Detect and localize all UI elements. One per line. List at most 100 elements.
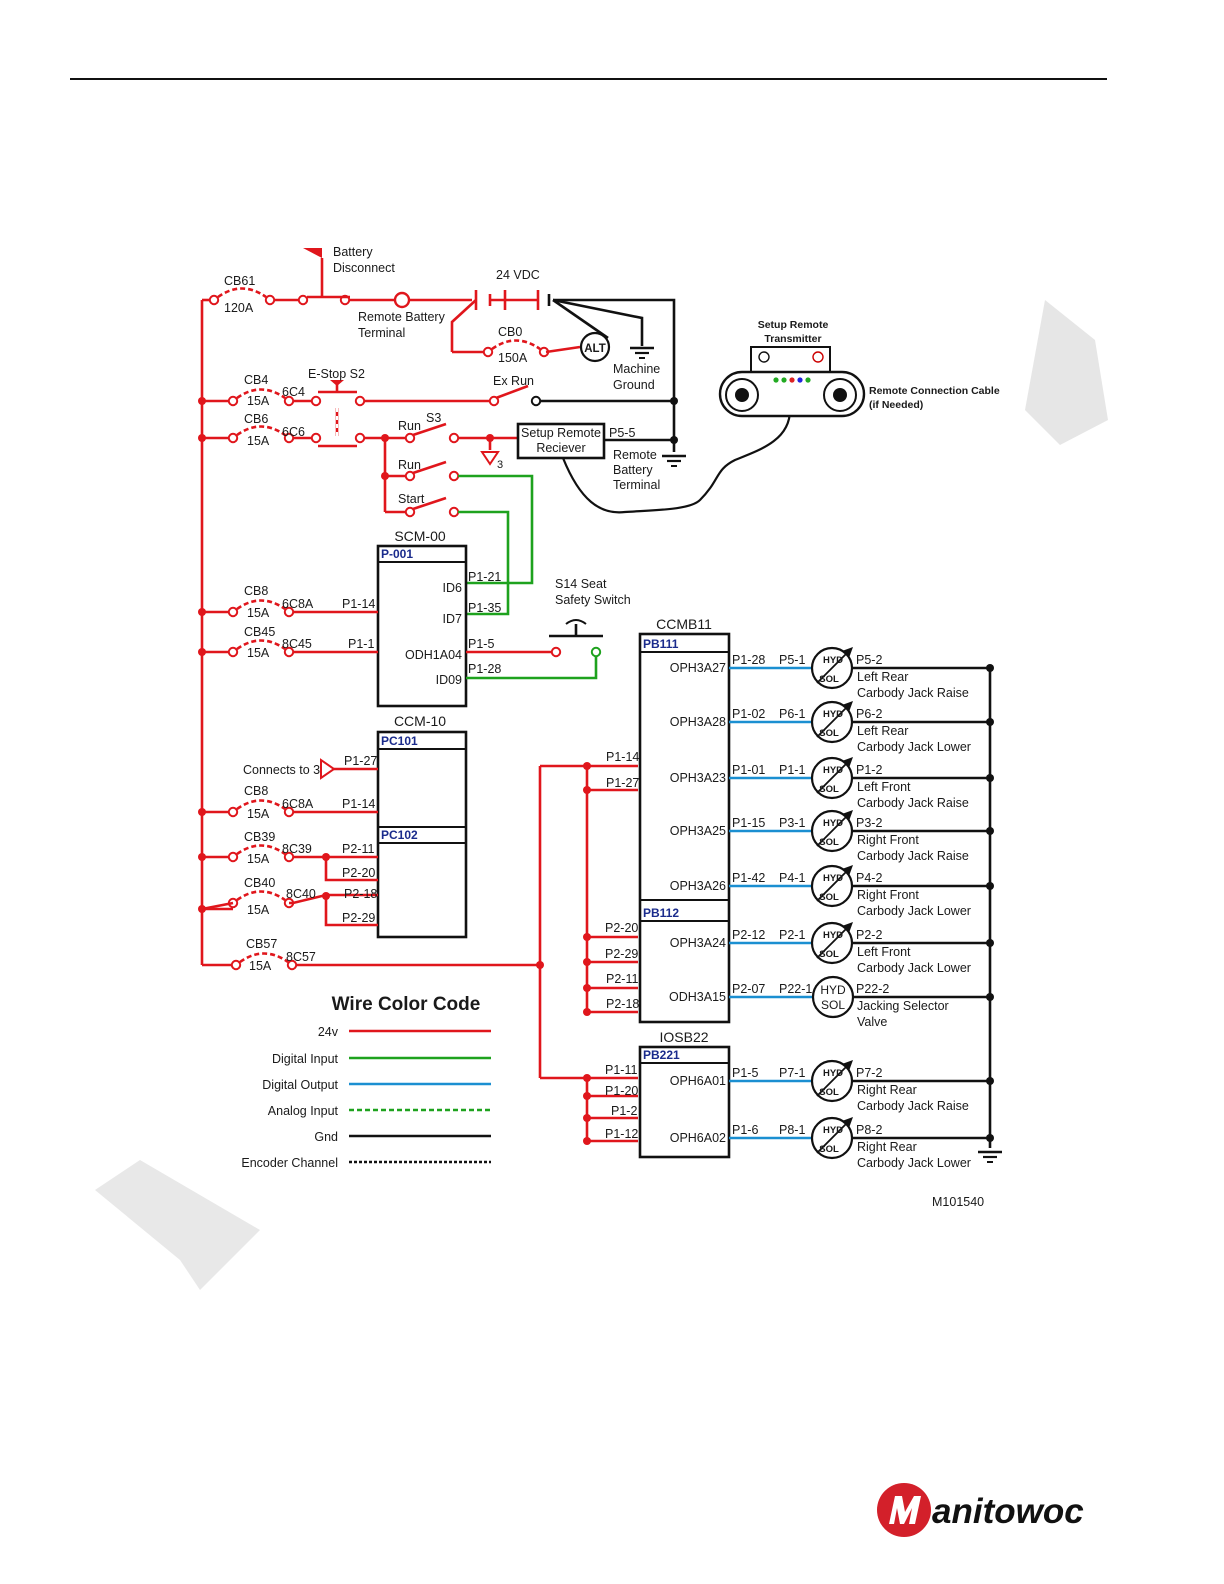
scm-port-id09: ID09 — [436, 673, 462, 687]
output-oph3a23-hyd-label: HYD — [823, 765, 843, 776]
iosb-header: PB221 — [643, 1048, 680, 1062]
cb45-label: CB45 — [244, 625, 275, 639]
transmitter-led — [805, 377, 811, 383]
scm-cb8-terminal-a — [227, 606, 239, 618]
ccm-title: CCM-10 — [394, 713, 446, 729]
estop-button-icon — [330, 380, 344, 386]
watermark-shape — [1025, 300, 1108, 445]
seat-switch-icon — [565, 619, 587, 625]
ccm-header1: PC101 — [381, 734, 418, 748]
output-oph3a25-arrow-head — [842, 810, 853, 821]
output-pin-label: P1-5 — [732, 1066, 758, 1080]
scm-cb8-pin-label: P1-14 — [342, 597, 375, 611]
output-oph3a27-hyd-label: HYD — [823, 655, 843, 666]
ccm-module-box — [376, 730, 468, 939]
ccm-cb8-terminal-a — [227, 806, 239, 818]
legend-label-gnd: Gnd — [314, 1130, 338, 1144]
ccmb-module-box — [638, 632, 731, 1024]
terminal — [404, 506, 416, 518]
ground-wire — [552, 298, 644, 346]
terminal — [404, 432, 416, 444]
cb4-label: CB4 — [244, 373, 268, 387]
output-oph6a02-arrow-head — [842, 1117, 853, 1128]
output-oph3a24-arrow — [816, 925, 850, 959]
cb61-label: CB61 — [224, 274, 255, 288]
output-plug2-label: P1-2 — [856, 763, 882, 777]
output-plug-label: P22-1 — [779, 982, 812, 996]
legend-label-encoder-channel: Encoder Channel — [241, 1156, 338, 1170]
output-pin-label: P1-28 — [732, 653, 765, 667]
terminal — [310, 432, 322, 444]
cb45-pin-label: P1-1 — [348, 637, 374, 651]
scm-header: P-001 — [381, 547, 413, 561]
iosb-pin-label: P1-11 — [605, 1063, 637, 1077]
cb45-wire-label: 8C45 — [282, 637, 312, 651]
scm-cb8-rating: 15A — [247, 606, 270, 620]
output-plug-label: P7-1 — [779, 1066, 805, 1080]
output-port-oph3a25: OPH3A25 — [670, 824, 726, 838]
terminal — [354, 432, 366, 444]
output-plug-label: P4-1 — [779, 871, 805, 885]
junction-dot — [670, 397, 678, 405]
ccmb-pin-label: P2-18 — [606, 997, 639, 1011]
output-odh3a15-hyd-label: HYD — [820, 983, 846, 997]
ccm-cb8-wire-label: 6C8A — [282, 797, 314, 811]
output-pin-label: P1-15 — [732, 816, 765, 830]
wire — [201, 901, 234, 911]
ground-wire — [553, 298, 676, 440]
output-oph3a25-sol-label: SOL — [819, 837, 839, 848]
junction-dot — [583, 1008, 591, 1016]
junction-dot — [986, 1077, 994, 1085]
ccmb-pin-label: P2-20 — [605, 921, 638, 935]
scm-port-id6: ID6 — [443, 581, 463, 595]
battery-disconnect-handle-icon — [303, 248, 322, 258]
iosb-pin-label: P1-20 — [605, 1084, 638, 1098]
estop-label: E-Stop S2 — [308, 367, 365, 381]
cb6-label: CB6 — [244, 412, 268, 426]
transmitter-joystick-left-knob — [735, 388, 749, 402]
remote-battery-terminal-icon — [393, 291, 411, 309]
output-pin-label: P1-01 — [732, 763, 765, 777]
cb40-arc — [236, 890, 286, 902]
junction-dot — [986, 774, 994, 782]
remote-cable-label: Remote Connection Cable(if Needed) — [869, 385, 1000, 411]
output-oph6a02-sol-label: SOL — [819, 1144, 839, 1155]
ccm-cb8-pin-label: P1-14 — [342, 797, 375, 811]
ccmb-pin-label: P2-29 — [605, 947, 638, 961]
output-port-oph3a28: OPH3A28 — [670, 715, 726, 729]
connects-to-3-icon — [320, 758, 336, 780]
ccmb-pin-label: P2-11 — [606, 972, 638, 986]
output-oph3a26-sol-label: SOL — [819, 892, 839, 903]
output-oph6a01-arrow-head — [842, 1060, 853, 1071]
junction-dot — [986, 939, 994, 947]
junction-dot — [583, 984, 591, 992]
output-ground-icon — [978, 1150, 1002, 1163]
output-plug-label: P1-1 — [779, 763, 805, 777]
scm-pin-label: P1-21 — [468, 570, 501, 584]
junction-dot — [583, 1092, 591, 1100]
output-oph3a26-hyd-label: HYD — [823, 873, 843, 884]
junction-dot — [583, 958, 591, 966]
cb39-label: CB39 — [244, 830, 275, 844]
run-s3-blade — [412, 422, 447, 437]
ccm-p1-27-label: P1-27 — [344, 754, 377, 768]
cb61-arc — [217, 287, 267, 299]
legend-label-digital-input: Digital Input — [272, 1052, 339, 1066]
ccm-cb8-label: CB8 — [244, 784, 268, 798]
manitowoc-logo-m — [889, 1496, 921, 1524]
receiver-ground-icon — [662, 454, 686, 467]
ccm-cb8-rating: 15A — [247, 807, 270, 821]
output-plug-label: P5-1 — [779, 653, 805, 667]
